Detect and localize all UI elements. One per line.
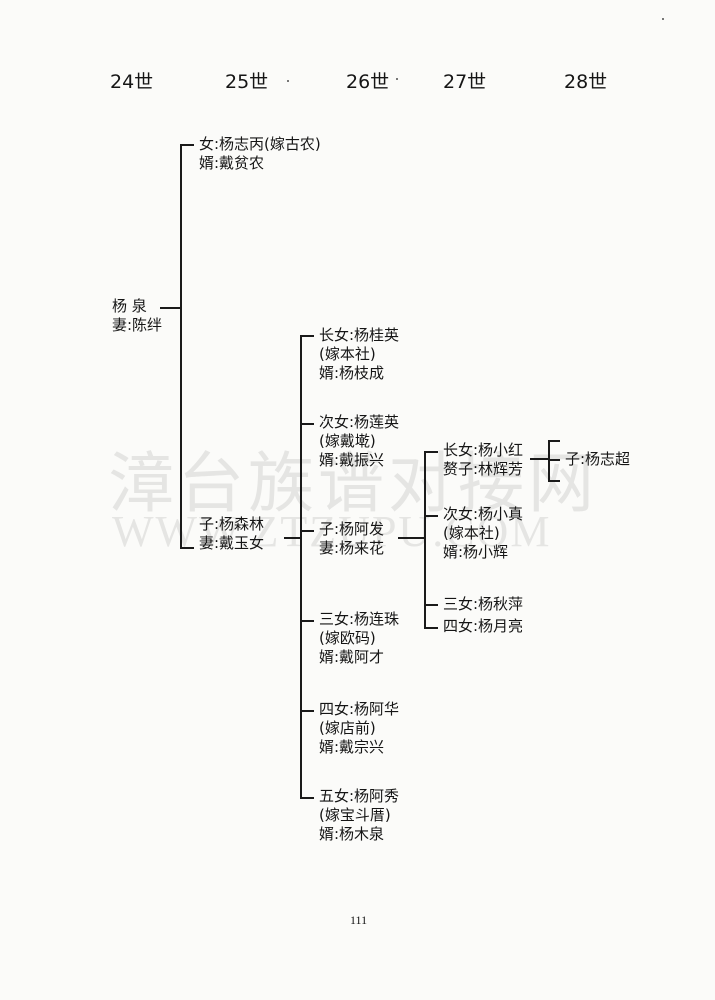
connector-line [548,440,550,482]
person-node-gen27: 长女:杨小红 赘子:林辉芳 [443,441,523,479]
scan-speck [396,78,398,80]
connector-line [180,547,194,549]
person-name: 次女:杨小真 [443,505,524,523]
person-note: (嫁本社) [319,345,376,363]
person-node-gen27: 次女:杨小真 (嫁本社) 婿:杨小辉 [443,505,523,562]
person-node-gen25-son: 子:杨森林 妻:戴玉女 [199,515,264,553]
generation-header-27: 27世 [443,71,487,93]
connector-line [300,530,314,532]
generation-header-24: 24世 [110,71,154,93]
scan-speck [662,18,664,20]
connector-line [180,144,182,549]
person-node-gen24: 杨 泉 妻:陈绊 [112,297,162,335]
person-note: (嫁欧码) [319,629,376,647]
person-spouse: 赘子:林辉芳 [443,460,524,478]
person-spouse: 婿:杨枝成 [319,364,385,382]
person-name: 三女:杨连珠 [319,610,400,628]
connector-line [398,537,426,539]
person-name: 五女:杨阿秀 [319,787,400,805]
scan-speck [287,80,289,82]
connector-line [548,440,560,442]
person-name: 三女:杨秋萍 [443,595,524,613]
connector-line [300,335,314,337]
person-spouse: 婿:戴贫农 [199,154,265,172]
connector-line [548,459,560,461]
connector-line [284,537,302,539]
person-node-gen26: 子:杨阿发 妻:杨来花 [319,520,384,558]
person-name: 四女:杨阿华 [319,700,400,718]
person-name: 长女:杨小红 [443,441,524,459]
person-node-gen26: 四女:杨阿华 (嫁店前) 婿:戴宗兴 [319,700,399,757]
person-node-gen27: 四女:杨月亮 [443,617,523,636]
generation-header-28: 28世 [564,71,608,93]
person-node-gen26: 三女:杨连珠 (嫁欧码) 婿:戴阿才 [319,610,399,667]
person-spouse: 妻:陈绊 [112,316,163,334]
person-name: 子:杨志超 [565,450,631,468]
person-name: 次女:杨莲英 [319,413,400,431]
connector-line [300,335,302,799]
person-name: 女:杨志丙(嫁古农) [199,135,321,153]
page-number: 111 [350,913,368,927]
connector-line [300,797,314,799]
connector-line [300,423,314,425]
connector-line [530,458,550,460]
connector-line [160,307,182,309]
person-name: 杨 泉 [112,297,147,315]
person-note: (嫁店前) [319,719,376,737]
connector-line [300,620,314,622]
person-spouse: 婿:杨小辉 [443,543,509,561]
person-name: 子:杨阿发 [319,520,385,538]
connector-line [548,480,560,482]
person-spouse: 妻:戴玉女 [199,534,265,552]
generation-header-26: 26世 [346,71,390,93]
person-node-gen25-daughter: 女:杨志丙(嫁古农) 婿:戴贫农 [199,135,321,173]
person-note: (嫁本社) [443,524,500,542]
person-node-gen27: 三女:杨秋萍 [443,595,523,614]
connector-line [424,627,438,629]
connector-line [424,604,438,606]
person-spouse: 婿:戴阿才 [319,648,385,666]
connector-line [424,451,426,629]
connector-line [300,710,314,712]
person-node-gen26: 次女:杨莲英 (嫁戴墘) 婿:戴振兴 [319,413,399,470]
person-name: 四女:杨月亮 [443,617,524,635]
person-name: 子:杨森林 [199,515,265,533]
watermark-text: 漳台族谱对接网 [108,445,598,522]
connector-line [424,515,438,517]
person-node-gen28: 子:杨志超 [565,450,630,469]
person-node-gen26: 长女:杨桂英 (嫁本社) 婿:杨枝成 [319,326,399,383]
person-note: (嫁戴墘) [319,432,376,450]
person-spouse: 婿:杨木泉 [319,825,385,843]
connector-line [424,451,438,453]
person-note: (嫁宝斗厝) [319,806,391,824]
person-node-gen26: 五女:杨阿秀 (嫁宝斗厝) 婿:杨木泉 [319,787,399,844]
generation-header-25: 25世 [225,71,269,93]
connector-line [180,144,194,146]
person-spouse: 婿:戴宗兴 [319,738,385,756]
person-spouse: 婿:戴振兴 [319,451,385,469]
person-name: 长女:杨桂英 [319,326,400,344]
person-spouse: 妻:杨来花 [319,539,385,557]
